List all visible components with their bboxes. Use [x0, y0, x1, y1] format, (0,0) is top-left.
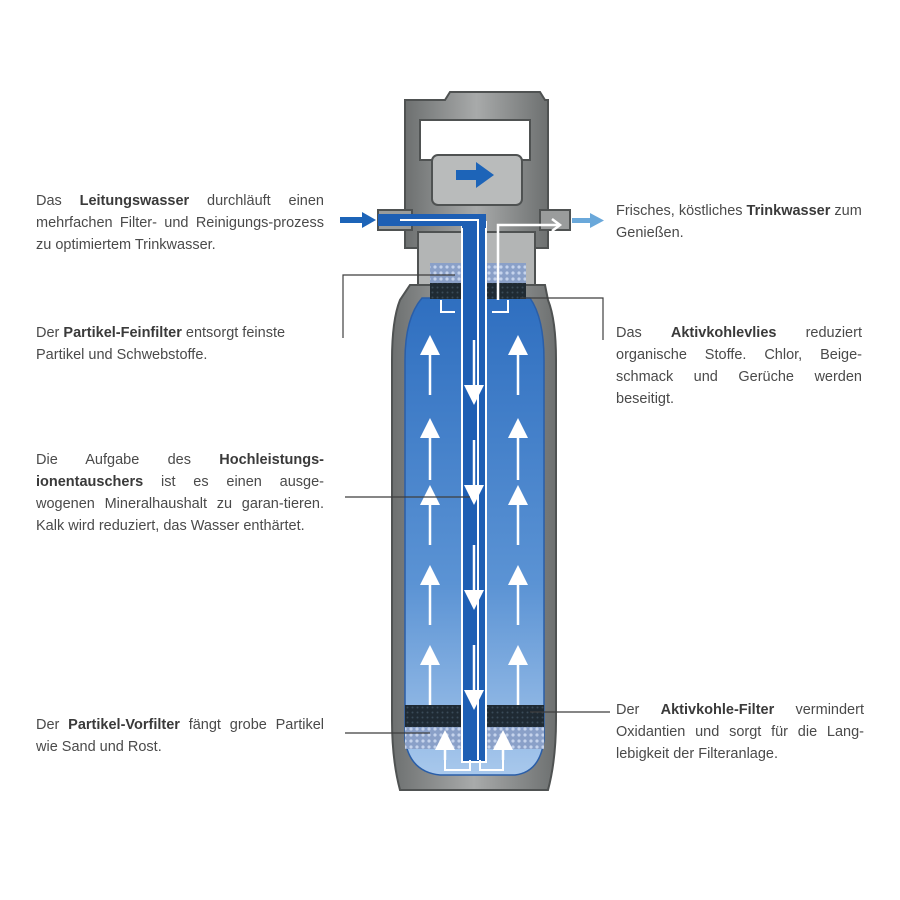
- label-feinfilter: Der Partikel-Feinfilter entsorgt feinste…: [36, 325, 286, 363]
- label-trinkwasser: Frisches, köstliches Trinkwasser zum Gen…: [616, 203, 862, 241]
- flow-arrows: [420, 335, 528, 760]
- flow-arrow-in-icon: [340, 212, 376, 228]
- label-leitungswasser: Das Leitungswasser durchläuft einen mehr…: [36, 193, 324, 253]
- label-vorfilter: Der Partikel-Vorfilter fängt grobe Parti…: [36, 717, 324, 755]
- flow-arrow-out-icon: [572, 213, 604, 228]
- leader-lines: [342, 274, 610, 734]
- outlet-channel: [496, 223, 560, 300]
- label-aktivkohlefilter: Der Aktivkohle-Filter vermindert Oxidant…: [616, 702, 864, 762]
- label-ionentauscher: Die Aufgabe des Hochleistungs-ionentausc…: [36, 452, 324, 534]
- label-aktivkohlevlies: Das Aktivkohlevlies reduziert organische…: [616, 325, 862, 407]
- flow-arrow-head-icon: [456, 162, 494, 188]
